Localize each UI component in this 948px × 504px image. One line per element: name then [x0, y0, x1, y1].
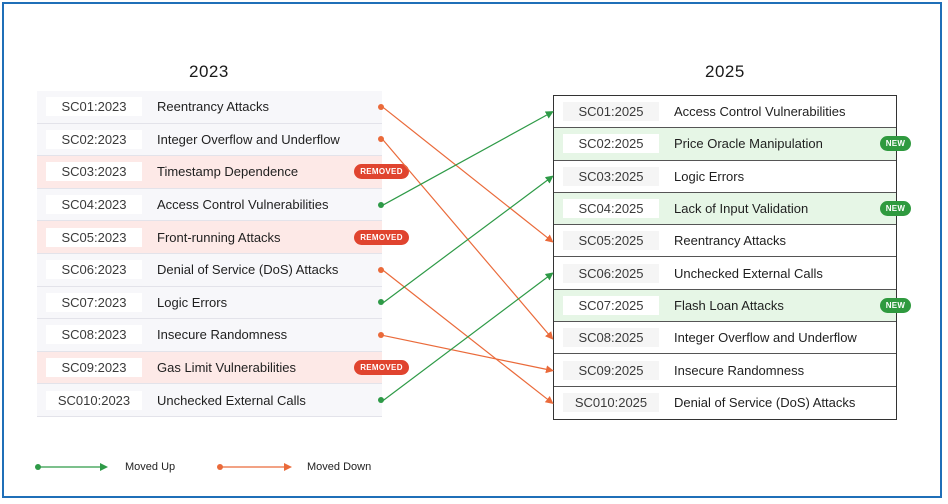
- left-row-10: SC010:2023 Unchecked External Calls: [37, 384, 384, 417]
- risk-title: Logic Errors: [157, 294, 228, 310]
- risk-title: Integer Overflow and Underflow: [157, 131, 340, 147]
- risk-code: SC02:2025: [563, 134, 659, 154]
- risk-code: SC08:2023: [46, 325, 142, 345]
- risk-title: Lack of Input Validation: [674, 201, 809, 217]
- legend-moved-up-label: Moved Up: [125, 461, 176, 473]
- risk-title: Logic Errors: [674, 168, 745, 184]
- risk-title: Front-running Attacks: [157, 229, 281, 245]
- left-row-4: SC04:2023 Access Control Vulnerabilities: [37, 188, 384, 222]
- risk-code: SC06:2025: [563, 263, 659, 283]
- diagram-frame: [2, 2, 942, 498]
- risk-title: Flash Loan Attacks: [674, 297, 784, 313]
- risk-title: Access Control Vulnerabilities: [157, 197, 329, 213]
- risk-code: SC010:2023: [46, 390, 142, 410]
- risk-code: SC01:2025: [563, 102, 659, 122]
- risk-code: SC04:2023: [46, 195, 142, 215]
- right-row-5: SC05:2025 Reentrancy Attacks: [554, 225, 896, 258]
- risk-title: Denial of Service (DoS) Attacks: [674, 395, 856, 411]
- risk-code: SC07:2023: [46, 292, 142, 312]
- risk-title: Unchecked External Calls: [157, 392, 306, 408]
- risk-title: Unchecked External Calls: [674, 265, 823, 281]
- risk-title: Reentrancy Attacks: [674, 233, 786, 249]
- left-row-5: SC05:2023 Front-running Attacks REMOVED: [37, 221, 409, 254]
- risk-title: Insecure Randomness: [157, 327, 288, 343]
- risk-title: Access Control Vulnerabilities: [674, 104, 846, 120]
- left-row-9: SC09:2023 Gas Limit Vulnerabilities REMOVE…: [37, 351, 409, 385]
- left-row-2: SC02:2023 Integer Overflow and Underflow: [37, 123, 384, 157]
- year-2023-heading: 2023: [189, 62, 229, 81]
- right-row-4: SC04:2025 Lack of Input Validation NEW: [554, 192, 911, 226]
- right-row-3: SC03:2025 Logic Errors: [554, 160, 896, 193]
- risk-code: SC09:2025: [563, 360, 659, 380]
- removed-badge: REMOVED: [354, 164, 409, 180]
- removed-badge: REMOVED: [354, 360, 409, 376]
- risk-title: Timestamp Dependence: [157, 164, 299, 180]
- connector-dot: [378, 331, 384, 338]
- connector-dot: [378, 299, 384, 306]
- right-row-2: SC02:2025 Price Oracle Manipulation NEW: [554, 128, 911, 161]
- connector-dot: [378, 397, 384, 404]
- risk-title: Gas Limit Vulnerabilities: [157, 360, 296, 376]
- right-row-1: SC01:2025 Access Control Vulnerabilities: [554, 96, 896, 129]
- risk-code: SC01:2023: [46, 97, 142, 117]
- new-badge: NEW: [880, 201, 911, 217]
- risk-code: SC02:2023: [46, 129, 142, 149]
- connector-dot: [378, 136, 384, 143]
- new-badge: NEW: [880, 297, 911, 313]
- risk-title: Reentrancy Attacks: [157, 99, 269, 115]
- left-row-7: SC07:2023 Logic Errors: [37, 286, 384, 320]
- removed-badge: REMOVED: [354, 229, 409, 245]
- risk-code: SC08:2025: [563, 328, 659, 348]
- year-2025-heading: 2025: [705, 62, 745, 81]
- risk-code: SC09:2023: [46, 358, 142, 378]
- risk-title: Price Oracle Manipulation: [674, 136, 823, 152]
- right-row-10: SC010:2025 Denial of Service (DoS) Attack…: [554, 386, 896, 419]
- right-row-6: SC06:2025 Unchecked External Calls: [554, 257, 896, 290]
- left-row-1: SC01:2023 Reentrancy Attacks: [37, 91, 384, 124]
- risk-title: Integer Overflow and Underflow: [674, 330, 857, 346]
- risk-code: SC04:2025: [563, 199, 659, 219]
- connector-dot: [378, 266, 384, 273]
- risk-code: SC03:2023: [46, 162, 142, 182]
- legend-moved-down-label: Moved Down: [307, 461, 372, 473]
- right-row-8: SC08:2025 Integer Overflow and Underflow: [554, 322, 896, 355]
- right-row-9: SC09:2025 Insecure Randomness: [554, 354, 896, 387]
- risk-title: Insecure Randomness: [674, 362, 805, 378]
- connector-dot: [378, 103, 384, 110]
- new-badge: NEW: [880, 136, 911, 152]
- risk-code: SC010:2025: [563, 393, 659, 413]
- risk-code: SC05:2025: [563, 231, 659, 251]
- connector-dot: [378, 201, 384, 208]
- right-row-7: SC07:2025 Flash Loan Attacks NEW: [554, 289, 911, 323]
- left-row-6: SC06:2023 Denial of Service (DoS) Attacks: [37, 253, 384, 287]
- risk-code: SC06:2023: [46, 260, 142, 280]
- left-row-3: SC03:2023 Timestamp Dependence REMOVED: [37, 156, 409, 189]
- risk-title: Denial of Service (DoS) Attacks: [157, 262, 339, 278]
- risk-code: SC03:2025: [563, 166, 659, 186]
- risk-code: SC05:2023: [46, 227, 142, 247]
- risk-code: SC07:2025: [563, 295, 659, 315]
- left-row-8: SC08:2023 Insecure Randomness: [37, 319, 384, 352]
